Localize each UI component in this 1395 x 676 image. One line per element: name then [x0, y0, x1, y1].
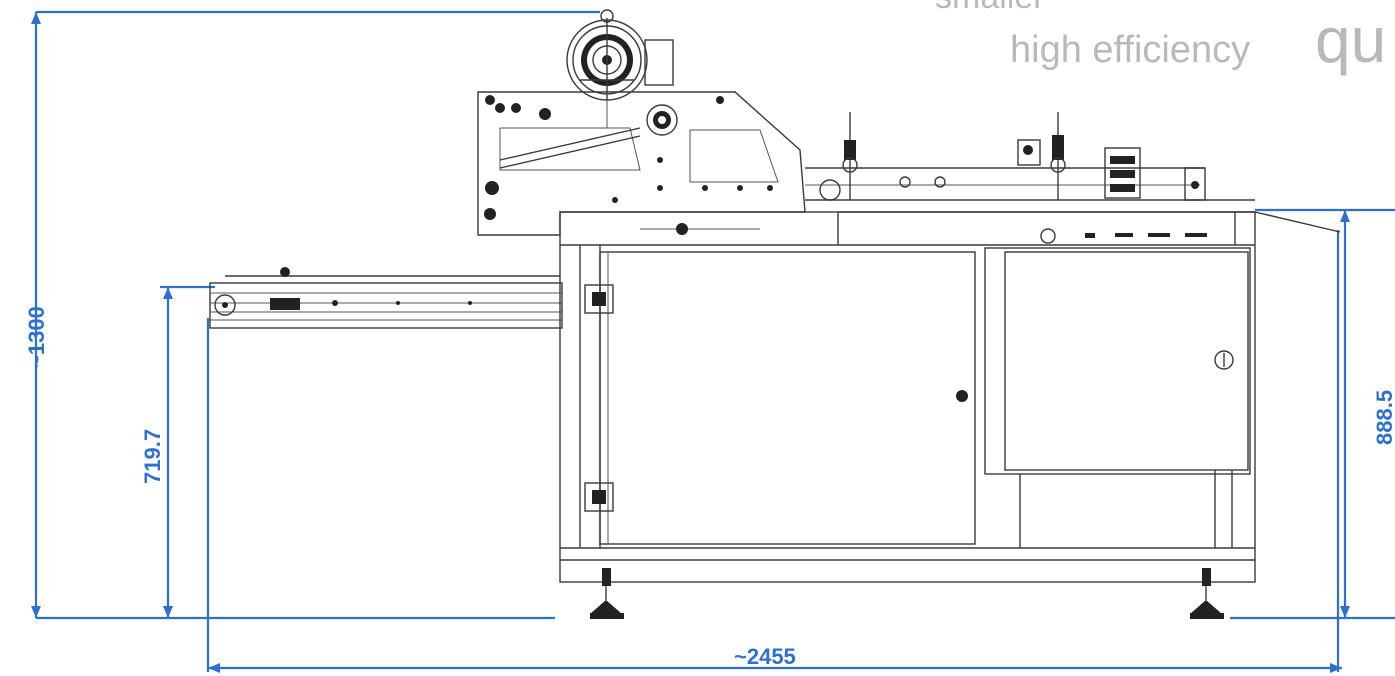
- infeed-conveyor: [209, 267, 563, 329]
- dimension-overall-length: [206, 230, 1342, 673]
- leveling-foot-right: [1190, 568, 1224, 619]
- film-reel: [566, 9, 674, 128]
- main-cabinet: [559, 211, 1256, 583]
- tagline-line2: high efficiency: [1010, 29, 1250, 71]
- overall-height-label: ~1300: [24, 306, 49, 368]
- tagline-line1: smaller: [935, 0, 1045, 16]
- sealing-table: [805, 167, 1341, 233]
- infeed-height-label: 719.7: [140, 429, 165, 484]
- guide-post-2: [1050, 112, 1066, 200]
- left-door: [584, 251, 976, 545]
- sealing-unit: [1017, 139, 1206, 201]
- tagline-partial-word: qu: [1315, 4, 1386, 76]
- leveling-foot-left: [590, 568, 624, 619]
- dimension-table-height: [1230, 208, 1395, 620]
- guide-post-1: [842, 112, 858, 200]
- dimension-overall-height: [31, 10, 600, 620]
- overall-length-label: ~2455: [734, 644, 796, 669]
- tension-roller: [646, 104, 678, 136]
- film-unwind-frame: [477, 91, 806, 236]
- electrical-door: [984, 247, 1251, 548]
- table-height-label: 888.5: [1372, 390, 1395, 445]
- dimension-infeed-height: [160, 285, 215, 618]
